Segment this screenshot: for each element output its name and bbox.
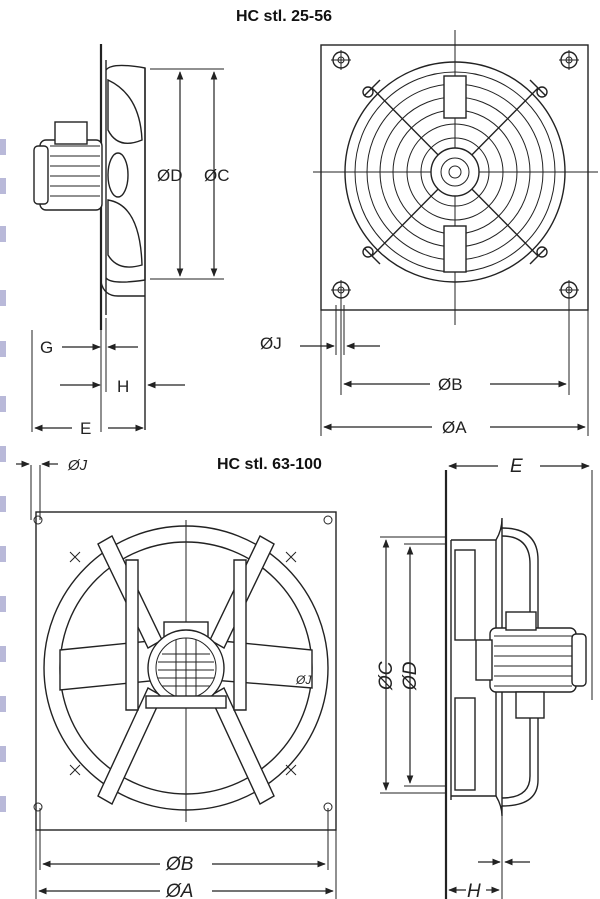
dimensions-bottom-left [16, 460, 334, 895]
front-view-large [30, 465, 337, 899]
label-bottom-diam-j-inner: ØJ [295, 673, 312, 687]
dimensions-top-left [34, 71, 218, 432]
label-bottom-diam-d: ØD [400, 661, 421, 691]
label-bottom-diam-c: ØC [376, 661, 397, 691]
dimensions-top-right [300, 342, 586, 431]
corner-hole [331, 50, 351, 70]
label-bottom-diam-j-top: ØJ [67, 457, 88, 474]
label-top-diam-b: ØB [438, 375, 463, 394]
label-bottom-diam-b: ØB [165, 854, 194, 875]
label-top-diam-a: ØA [442, 418, 467, 437]
dimensions-bottom-right [382, 462, 590, 894]
margin-ticks [0, 139, 6, 812]
label-top-diam-c: ØC [204, 166, 230, 185]
front-view-small [313, 30, 598, 436]
label-top-h: H [117, 377, 129, 396]
label-bottom-diam-a: ØA [165, 881, 193, 899]
label-top-diam-j: ØJ [260, 334, 282, 353]
label-top-e: E [80, 419, 91, 438]
label-top-diam-d: ØD [157, 166, 183, 185]
title-bottom: HC stl. 63-100 [217, 456, 322, 473]
side-view-large [380, 470, 593, 899]
label-bottom-e: E [510, 456, 523, 477]
title-top: HC stl. 25-56 [236, 8, 333, 25]
side-view-small [31, 44, 224, 432]
label-top-g: G [40, 338, 53, 357]
label-bottom-h: H [467, 881, 481, 899]
